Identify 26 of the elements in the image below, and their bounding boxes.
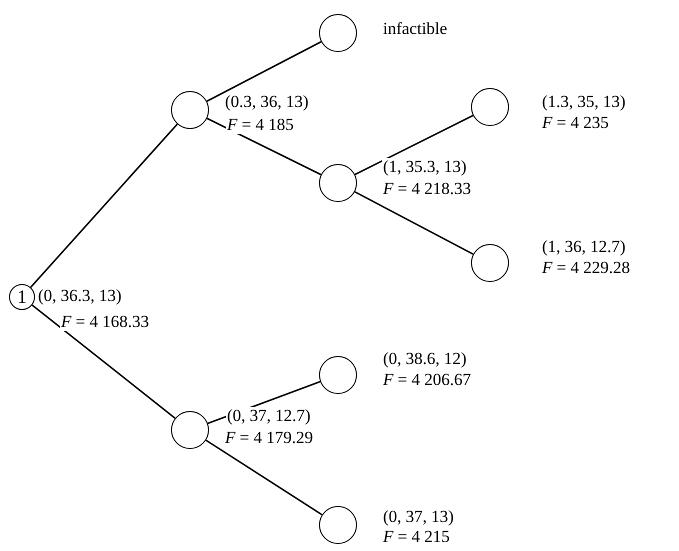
node-annotation: F = 4 168.33	[60, 313, 150, 331]
tree-edge	[30, 124, 178, 288]
tree-edge	[32, 304, 176, 419]
tree-edge	[206, 41, 322, 102]
circle-node	[471, 244, 509, 282]
node-annotation: (0.3, 36, 13)	[224, 93, 310, 111]
node-annotation: (0, 36.3, 13)	[37, 287, 123, 305]
node-annotation: (1, 36, 12.7)	[541, 238, 627, 256]
circle-node	[171, 91, 209, 129]
node-annotation: (0, 37, 12.7)	[226, 407, 312, 425]
circle-node: 1	[9, 284, 35, 310]
node-annotation: (0, 38.6, 12)	[382, 350, 468, 368]
tree-edge	[206, 440, 322, 516]
circle-node	[319, 506, 357, 544]
node-annotation: (1, 35.3, 13)	[382, 158, 468, 176]
circle-node	[319, 356, 357, 394]
node-annotation: (1.3, 35, 13)	[541, 93, 627, 111]
circle-node	[171, 411, 209, 449]
circle-node	[471, 88, 509, 126]
node-annotation: F = 4 185	[226, 116, 295, 134]
circle-node	[319, 14, 357, 52]
tree-edge	[354, 114, 474, 176]
tree-edge	[206, 118, 322, 176]
circle-node	[319, 164, 357, 202]
node-annotation: (0, 37, 13)	[382, 508, 455, 526]
tree-edge	[354, 191, 474, 255]
